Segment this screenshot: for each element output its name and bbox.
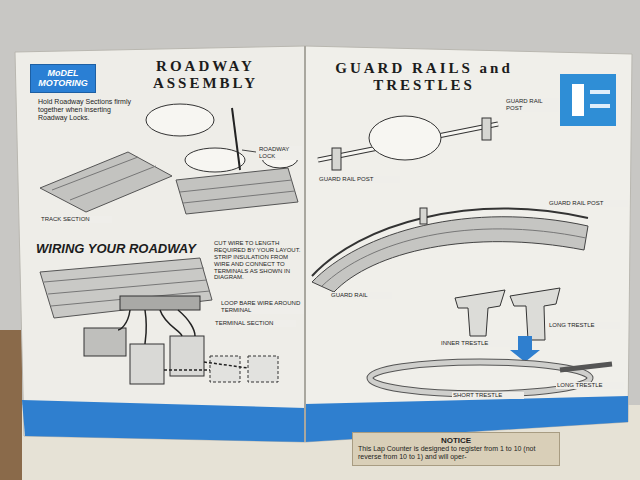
- page-heading: GUARD RAILS and TRESTLES: [314, 60, 534, 95]
- wire: [118, 310, 130, 330]
- wire: [204, 362, 248, 368]
- track-section: [40, 152, 172, 212]
- section-heading: WIRING YOUR ROADWAY: [36, 242, 214, 257]
- controller: [130, 344, 164, 384]
- blue-band: [22, 400, 305, 442]
- inset-mark: [590, 90, 610, 94]
- part-label: LONG TRESTLE: [556, 382, 624, 389]
- inset-mark: [590, 104, 610, 108]
- terminal-block: [120, 296, 200, 310]
- wire: [164, 369, 210, 371]
- spine: [304, 46, 306, 442]
- notice-card: NOTICEThis Lap Counter is designed to re…: [352, 432, 560, 466]
- part-label: SHORT TRESTLE: [452, 392, 524, 399]
- inner-trestle: [455, 290, 505, 336]
- wire: [178, 310, 195, 336]
- node-heading: MoDEL MOTORING: [36, 68, 90, 89]
- track-groove: [52, 157, 138, 190]
- track-groove: [183, 191, 295, 203]
- left-page: [15, 46, 305, 442]
- down-arrow: [510, 336, 540, 362]
- guard-rail-post: [482, 118, 491, 140]
- track-groove: [322, 229, 586, 286]
- part-label: GUARD RAIL POST: [505, 98, 559, 112]
- long-trestle: [510, 288, 560, 340]
- curved-track: [312, 217, 588, 292]
- hand: [369, 116, 441, 160]
- power-pack: [84, 328, 126, 356]
- part-label: TERMINAL SECTION: [214, 320, 296, 327]
- part-label: GUARD RAIL: [330, 292, 392, 299]
- controller-outline: [210, 356, 240, 382]
- oval-layout: [370, 362, 590, 394]
- guard-rail-post: [420, 208, 427, 224]
- right-page: [305, 46, 632, 442]
- part-label: LONG TRESTLE: [548, 322, 620, 329]
- track-straight: [40, 258, 212, 318]
- wires: [118, 310, 248, 370]
- wire: [160, 310, 182, 336]
- controller-outline: [248, 356, 278, 382]
- page-heading: ROADWAY ASSEMBLY: [118, 58, 293, 93]
- track-section: [176, 168, 298, 214]
- part-label: Hold Roadway Sections firmly together wh…: [38, 98, 138, 122]
- part-label: ROADWAY LOCK: [258, 146, 302, 160]
- oval-layout: [370, 362, 590, 394]
- track-straight: [560, 364, 612, 370]
- blue-inset: [560, 74, 616, 126]
- node-heading: NOTICE: [358, 436, 554, 445]
- track-groove: [70, 166, 156, 200]
- part-label: GUARD RAIL POST: [548, 200, 628, 207]
- logo-badge: MoDEL MOTORING: [30, 64, 96, 93]
- guard-rail: [312, 209, 588, 276]
- node-body: This Lap Counter is designed to register…: [358, 445, 554, 461]
- part-label: TRACK SECTION: [40, 216, 112, 223]
- track-groove: [44, 268, 204, 282]
- track-groove: [48, 280, 207, 294]
- hand: [185, 148, 245, 172]
- part-label: CUT WIRE TO LENGTH REQUIRED BY YOUR LAYO…: [214, 240, 302, 281]
- part-label: LOOP BARE WIRE AROUND TERMINAL: [220, 300, 304, 314]
- furniture-edge: [0, 330, 22, 480]
- leader: [242, 150, 256, 152]
- hand: [146, 104, 214, 136]
- post-icon: [572, 84, 584, 116]
- track-groove: [180, 180, 292, 192]
- guard-rail-post: [332, 148, 341, 170]
- part-label: GUARD RAIL POST: [318, 176, 400, 183]
- wire: [145, 310, 146, 344]
- part-label: INNER TRESTLE: [440, 340, 510, 347]
- roadway-lock: [232, 108, 240, 170]
